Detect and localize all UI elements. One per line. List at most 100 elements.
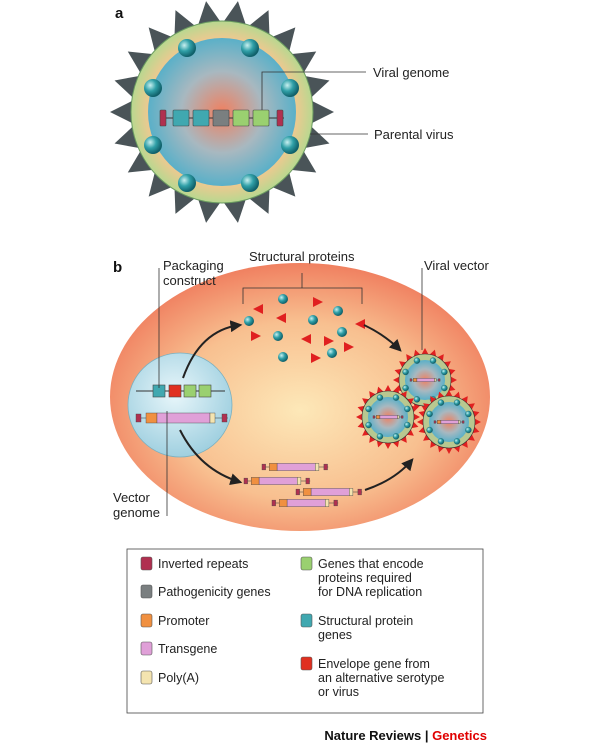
envelope-spike xyxy=(384,441,392,449)
envelope-protein xyxy=(313,297,323,307)
spike xyxy=(269,169,296,197)
vector-genome xyxy=(135,412,228,424)
gene-segment xyxy=(276,109,284,127)
viral-vector-label: Viral vector xyxy=(424,258,489,273)
capsid-protein xyxy=(144,79,162,97)
vector-genome-label-1: Vector xyxy=(113,490,151,505)
panel-a-label: a xyxy=(115,5,124,22)
capsid-protein xyxy=(281,79,299,97)
arrow-to-genomes xyxy=(179,429,243,485)
envelope-protein xyxy=(344,342,354,352)
vector-genome-copy xyxy=(243,477,311,485)
capsid-protein xyxy=(241,174,259,192)
structural-protein xyxy=(337,327,347,337)
envelope-spike xyxy=(393,376,401,384)
viral-genome-leader xyxy=(261,71,366,110)
envelope-protein xyxy=(253,304,263,314)
viral-vector-particle xyxy=(393,348,457,412)
gene-segment xyxy=(212,109,230,127)
legend-right-0-swatch xyxy=(300,556,313,571)
capsid-protein xyxy=(178,39,196,57)
legend-item-label: Genes that encode xyxy=(318,557,424,571)
envelope-protein xyxy=(301,334,311,344)
spike xyxy=(110,99,135,125)
legend-left-3-swatch xyxy=(140,641,153,656)
packaging-construct xyxy=(136,384,225,398)
gene-segment xyxy=(172,109,190,127)
arrow-to-assembly xyxy=(364,458,414,491)
vector-genome-copy xyxy=(261,463,329,471)
structural-protein xyxy=(333,306,343,316)
gene-segment xyxy=(168,384,182,398)
envelope-spike xyxy=(421,348,429,356)
envelope-spike xyxy=(356,413,364,421)
envelope-spike xyxy=(412,413,420,421)
structural-proteins xyxy=(244,294,365,363)
legend-item-label: Promoter xyxy=(158,614,209,628)
viral-genome xyxy=(159,109,284,127)
legend-left-0-swatch xyxy=(140,556,153,571)
spike xyxy=(309,99,334,125)
capsid-protein xyxy=(281,136,299,154)
arrow-to-vector xyxy=(363,324,402,352)
legend-item-label: Inverted repeats xyxy=(158,557,248,571)
viral-vector-particle xyxy=(417,390,481,454)
parental-virus-label: Parental virus xyxy=(374,127,454,142)
envelope-protein xyxy=(311,353,321,363)
envelope-protein xyxy=(276,313,286,323)
envelope-protein xyxy=(251,331,261,341)
nucleus xyxy=(127,352,233,458)
legend-item-label: an alternative serotype xyxy=(318,671,445,685)
gene-segment xyxy=(183,384,197,398)
viral-vector-particle xyxy=(356,385,420,449)
viral-genome-label: Viral genome xyxy=(373,65,449,80)
envelope-spike xyxy=(417,418,425,426)
gene-segment xyxy=(232,109,250,127)
structural-protein xyxy=(327,348,337,358)
legend-left-2-swatch xyxy=(140,613,153,628)
parental-virus xyxy=(110,1,334,223)
legend-item-label: for DNA replication xyxy=(318,585,422,599)
footer-separator: | xyxy=(421,728,432,743)
gene-segment xyxy=(192,109,210,127)
spike xyxy=(148,169,175,197)
legend-left-1-swatch xyxy=(140,584,153,599)
structural-protein xyxy=(308,315,318,325)
envelope-protein xyxy=(324,336,334,346)
capsid-protein xyxy=(178,174,196,192)
envelope-spike xyxy=(384,385,392,393)
spike xyxy=(148,27,175,55)
envelope-spike xyxy=(445,446,453,454)
spike xyxy=(269,27,296,55)
panel-b-label: b xyxy=(113,259,122,276)
structural-protein xyxy=(273,331,283,341)
replicated-vector-genomes xyxy=(243,463,363,507)
envelope-spike xyxy=(473,418,481,426)
footer-credit: Nature Reviews | Genetics xyxy=(324,728,487,743)
gene-segment xyxy=(159,109,167,127)
structural-protein xyxy=(278,352,288,362)
structural-proteins-bracket xyxy=(242,273,363,304)
envelope-spike xyxy=(449,376,457,384)
envelope-protein xyxy=(355,319,365,329)
capsid-protein xyxy=(144,136,162,154)
legend-item-label: or virus xyxy=(318,685,359,699)
gene-segment xyxy=(252,109,270,127)
capsid-protein xyxy=(241,39,259,57)
structural-protein xyxy=(278,294,288,304)
footer-journal: Nature Reviews xyxy=(324,728,421,743)
arrow-to-proteins xyxy=(182,320,243,379)
vector-genome-copy xyxy=(295,488,363,496)
packaging-construct-label-2: construct xyxy=(163,273,216,288)
gene-segment xyxy=(198,384,212,398)
legend-item-label: Envelope gene from xyxy=(318,657,430,671)
legend-item-label: genes xyxy=(318,628,352,642)
legend-right-2-swatch xyxy=(300,656,313,671)
footer-section: Genetics xyxy=(432,728,487,743)
legend-item-label: Structural protein xyxy=(318,614,413,628)
legend-item-label: Transgene xyxy=(158,642,217,656)
structural-proteins-label: Structural proteins xyxy=(249,249,355,264)
packaging-construct-label-1: Packaging xyxy=(163,258,224,273)
